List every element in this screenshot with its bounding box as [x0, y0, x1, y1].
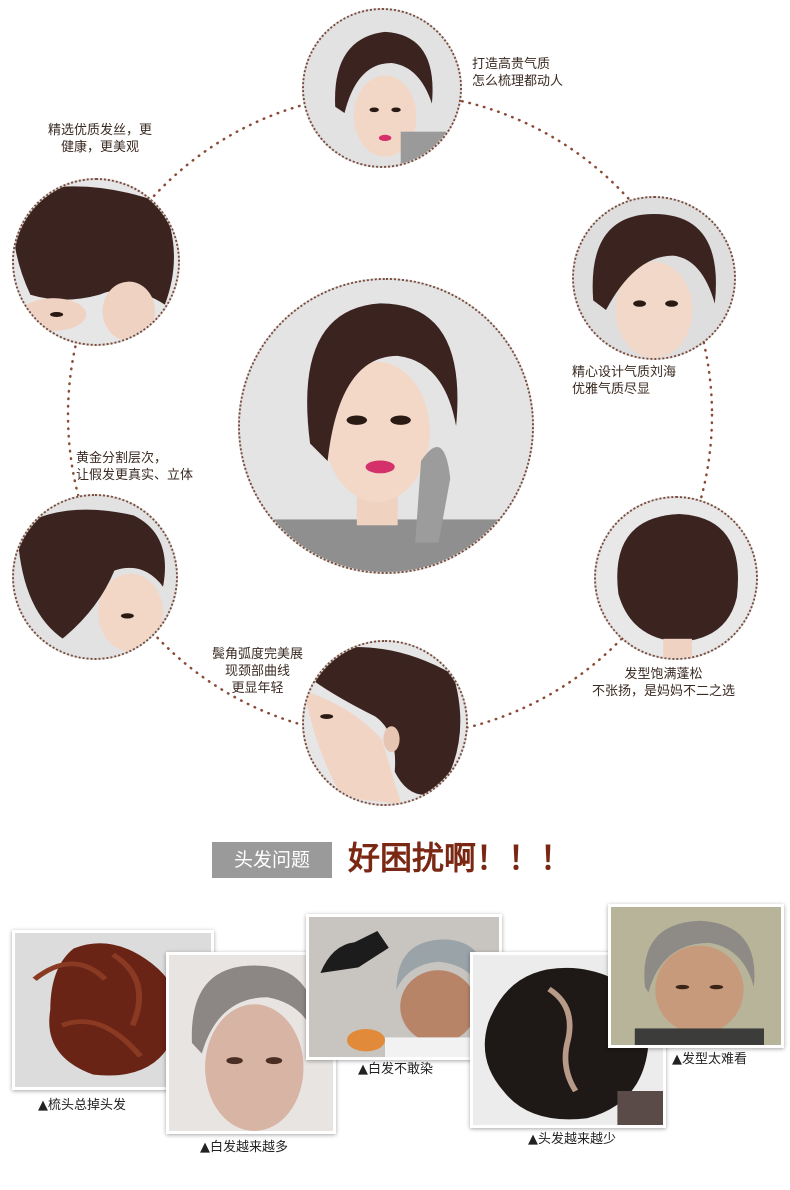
wig-photo-back: [594, 496, 758, 660]
problem-caption: ▲白发越来越多: [200, 1140, 288, 1155]
problem-headline: 好困扰啊！！！: [348, 839, 573, 877]
problem-photo-ugly-style: [608, 904, 784, 1048]
problem-caption: ▲发型太难看: [672, 1052, 747, 1067]
wig-photo-lower-left: [12, 494, 178, 660]
wig-photo-upper-right: [572, 196, 736, 360]
feature-line: 鬓角弧度完美展: [212, 647, 304, 662]
problem-caption: ▲梳头总掉头发: [38, 1098, 126, 1113]
feature-line: 发型饱满蓬松: [624, 667, 703, 682]
feature-line: 现颈部曲线: [225, 664, 291, 679]
feature-line: 打造高贵气质: [472, 57, 551, 72]
feature-caption-bottom: 鬓角弧度完美展 现颈部曲线 更显年轻: [212, 646, 303, 697]
feature-line: 精心设计气质刘海: [572, 365, 677, 380]
feature-line: 更显年轻: [231, 681, 284, 696]
feature-line: 精选优质发丝，更: [48, 123, 153, 138]
feature-caption-upper-left: 精选优质发丝，更 健康，更美观: [48, 122, 152, 156]
problem-banner: 头发问题 好困扰啊！！！: [212, 838, 612, 880]
feature-caption-upper-right: 精心设计气质刘海 优雅气质尽显: [572, 364, 676, 398]
feature-caption-top: 打造高贵气质 怎么梳理都动人: [472, 56, 563, 90]
feature-line: 优雅气质尽显: [572, 382, 651, 397]
feature-line: 让假发更真实、立体: [76, 468, 194, 483]
wig-photo-upper-left: [12, 178, 180, 346]
feature-caption-lower-left: 黄金分割层次， 让假发更真实、立体: [76, 450, 193, 484]
problem-caption: ▲头发越来越少: [528, 1132, 616, 1147]
wig-photo-bottom: [302, 640, 468, 806]
feature-line: 黄金分割层次，: [76, 451, 168, 466]
feature-line: 不张扬，是妈妈不二之选: [592, 684, 736, 699]
wig-photo-main: [238, 278, 534, 574]
feature-caption-lower-right: 发型饱满蓬松 不张扬，是妈妈不二之选: [592, 666, 735, 700]
dotted-ring: [66, 91, 714, 739]
problem-photo-white-hair: [166, 952, 336, 1134]
problem-tag: 头发问题: [212, 842, 332, 878]
wig-photo-top: [302, 8, 462, 168]
feature-line: 怎么梳理都动人: [472, 74, 564, 89]
feature-line: 健康，更美观: [61, 140, 140, 155]
problem-caption: ▲白发不敢染: [358, 1062, 433, 1077]
